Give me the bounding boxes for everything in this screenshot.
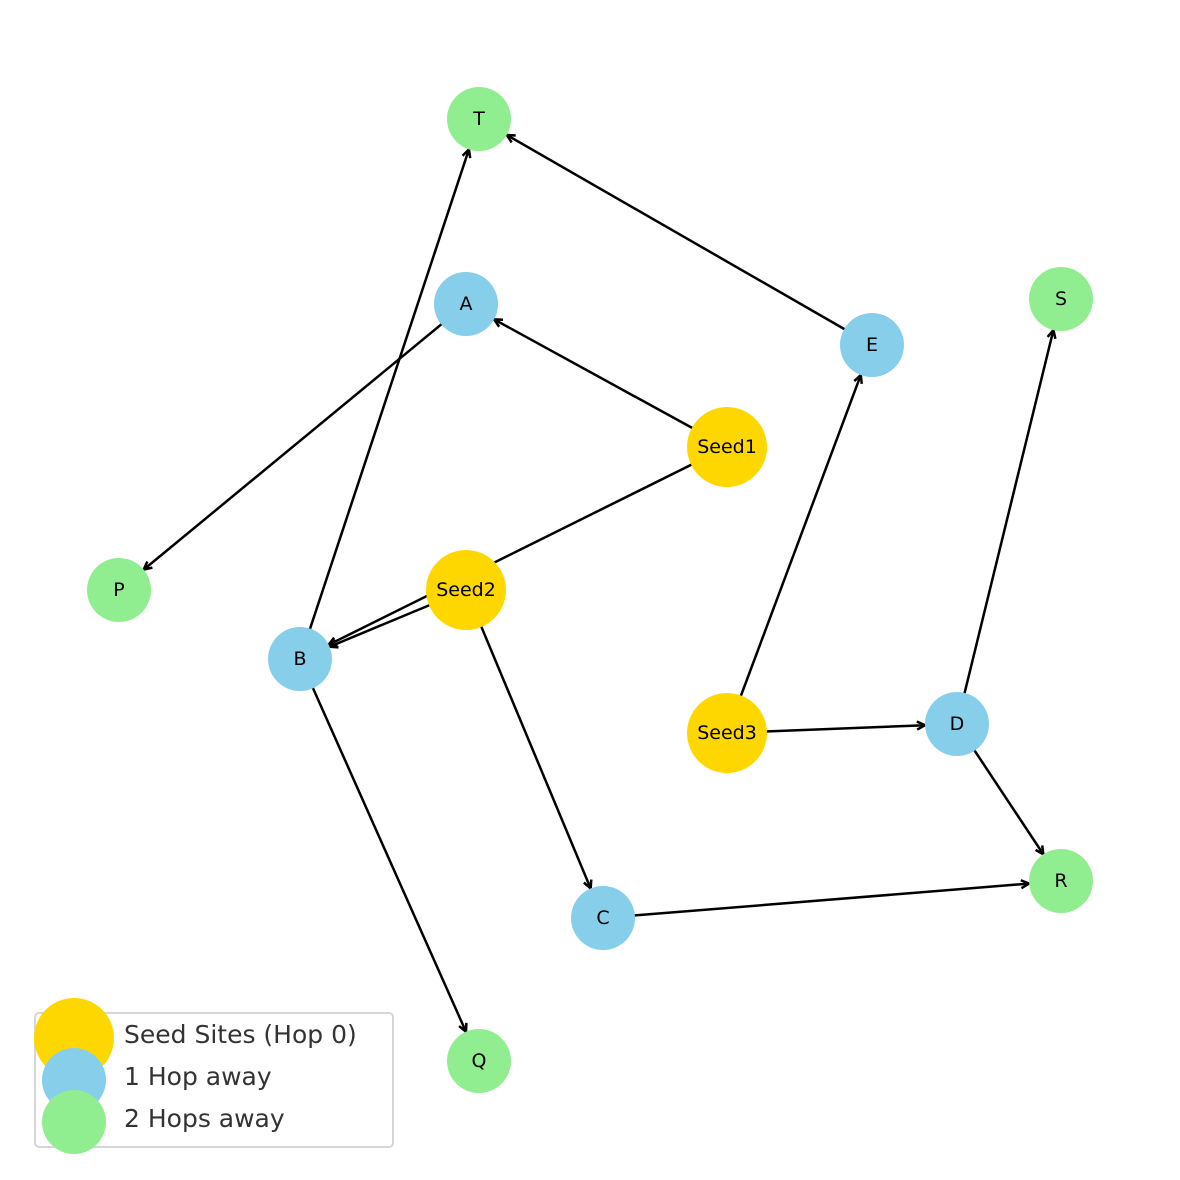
legend-label-hop2: 2 Hops away (124, 1104, 285, 1133)
legend-label-seed: Seed Sites (Hop 0) (124, 1020, 357, 1049)
node-label: C (596, 907, 609, 929)
legend-label-hop1: 1 Hop away (124, 1062, 272, 1091)
node-d[interactable]: D (925, 692, 989, 756)
node-circle[interactable] (840, 313, 904, 377)
node-a[interactable]: A (434, 272, 498, 336)
edge-C-R (602, 879, 1032, 920)
node-circle[interactable] (447, 87, 511, 151)
node-seed1[interactable]: Seed1 (687, 407, 767, 487)
node-label: T (472, 108, 485, 130)
node-circle[interactable] (87, 558, 151, 622)
node-p[interactable]: P (87, 558, 151, 622)
node-circle[interactable] (447, 1029, 511, 1093)
node-label: E (866, 334, 878, 356)
node-label: Seed3 (697, 722, 757, 744)
node-s[interactable]: S (1029, 267, 1093, 331)
node-label: S (1055, 288, 1067, 310)
arrowhead-icon (916, 720, 928, 731)
node-b[interactable]: B (268, 627, 332, 691)
edge-B-Q (298, 658, 468, 1035)
node-circle[interactable] (426, 550, 506, 630)
node-circle[interactable] (434, 272, 498, 336)
arrowhead-icon (491, 318, 504, 328)
edge-A-P (141, 303, 467, 572)
node-label: R (1054, 870, 1067, 892)
legend-hop2-marker (42, 1090, 106, 1154)
node-circle[interactable] (687, 407, 767, 487)
node-circle[interactable] (687, 693, 767, 773)
node-circle[interactable] (1029, 267, 1093, 331)
legend: Seed Sites (Hop 0) 1 Hop away 2 Hops awa… (34, 998, 394, 1154)
node-t[interactable]: T (447, 87, 511, 151)
node-seed3[interactable]: Seed3 (687, 693, 767, 773)
arrowhead-icon (1046, 327, 1057, 340)
edge-Seed1-A (491, 318, 728, 449)
node-seed2[interactable]: Seed2 (426, 550, 506, 630)
arrowhead-icon (1020, 879, 1032, 890)
node-circle[interactable] (268, 627, 332, 691)
node-label: Seed2 (436, 579, 496, 601)
edge-E-T (504, 133, 873, 347)
node-circle[interactable] (1029, 849, 1093, 913)
edge-D-S (955, 327, 1057, 725)
node-circle[interactable] (925, 692, 989, 756)
node-r[interactable]: R (1029, 849, 1093, 913)
node-q[interactable]: Q (447, 1029, 511, 1093)
node-circle[interactable] (571, 886, 635, 950)
node-c[interactable]: C (571, 886, 635, 950)
node-label: P (113, 579, 124, 601)
arrowhead-icon (141, 560, 153, 572)
node-label: A (460, 293, 473, 315)
node-label: B (293, 648, 306, 670)
edge-Seed2-C (464, 589, 593, 892)
edge-Seed1-B (326, 445, 728, 647)
node-e[interactable]: E (840, 313, 904, 377)
arrowhead-icon (583, 879, 593, 892)
node-label: Seed1 (697, 436, 757, 458)
arrowhead-icon (461, 146, 472, 159)
edge-B-T (298, 146, 472, 660)
node-label: D (950, 713, 965, 735)
node-label: Q (472, 1050, 487, 1072)
